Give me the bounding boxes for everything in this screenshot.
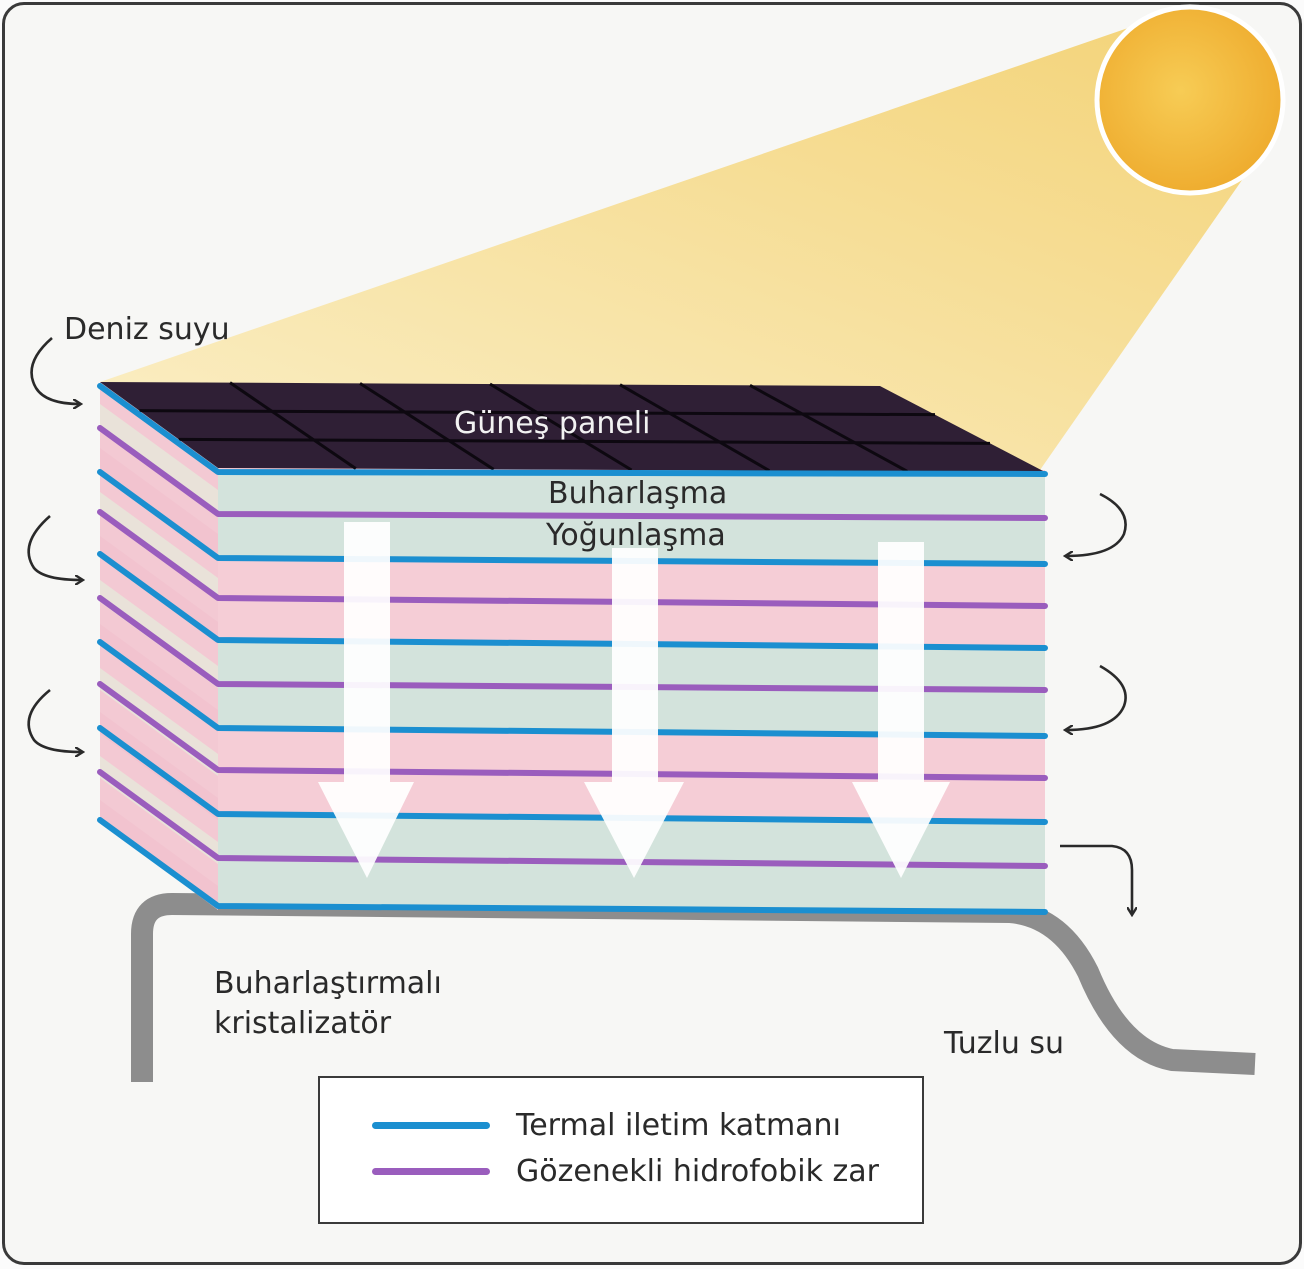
sea-water-label: Deniz suyu <box>64 312 230 347</box>
evaporation-label: Buharlaşma <box>548 476 728 511</box>
hydrophobic-membrane <box>97 595 1048 693</box>
brine-label: Tuzlu su <box>944 1026 1065 1061</box>
thermal-layer-swatch <box>372 1122 490 1129</box>
legend-box: Termal iletim katmanı Gözenekli hidrofob… <box>318 1076 924 1224</box>
flow-arrow-left <box>318 522 414 878</box>
hydrophobic-membrane <box>97 681 1048 781</box>
stack-side-band <box>100 448 218 556</box>
legend-label-membrane: Gözenekli hidrofobik zar <box>516 1154 879 1189</box>
outflow-arrow-1 <box>1066 492 1127 556</box>
sun-icon <box>1094 4 1286 196</box>
crystallizer-pipe <box>131 893 1256 1082</box>
thermal-conduction-layer <box>97 551 1048 651</box>
brine-outflow-arrow <box>1060 844 1132 914</box>
sea-water-inflow-arrows <box>27 337 82 752</box>
solar-panel-grid <box>139 381 991 473</box>
hydrophobic-membrane <box>97 509 1048 609</box>
solar-panel-label: Güneş paneli <box>454 406 651 441</box>
outflow-arrows <box>1060 492 1132 914</box>
inflow-arrow-3 <box>27 688 82 752</box>
membrane-swatch <box>372 1168 490 1175</box>
flow-arrow-right <box>852 542 950 878</box>
thermal-conduction-layer <box>97 817 1048 915</box>
condensation-label: Yoğunlaşma <box>546 518 726 553</box>
stack-layer-band <box>218 472 1045 518</box>
thermal-conduction-layer <box>97 639 1048 739</box>
sun-beam <box>100 28 1256 470</box>
flow-arrow-middle <box>584 548 684 878</box>
inflow-arrow-1 <box>30 337 80 404</box>
stack-layer-band <box>218 514 1045 564</box>
thermal-conduction-layer <box>97 469 1048 567</box>
legend-item-membrane: Gözenekli hidrofobik zar <box>372 1154 879 1189</box>
outflow-arrow-2 <box>1066 664 1127 730</box>
stack-layer-band <box>218 858 1045 912</box>
thermal-conduction-layer <box>97 725 1048 825</box>
crystallizer-label-line1: Buharlaştırmalı <box>214 966 442 1001</box>
legend-label-thermal: Termal iletim katmanı <box>516 1108 841 1143</box>
inflow-arrow-2 <box>27 515 82 580</box>
vapor-flow-arrows <box>318 522 950 878</box>
thermal-conduction-layer <box>97 383 1048 477</box>
crystallizer-label-line2: kristalizatör <box>214 1006 392 1041</box>
hydrophobic-membrane <box>97 769 1048 869</box>
solar-panel <box>100 382 1045 472</box>
hydrophobic-membrane <box>97 425 1048 521</box>
legend-item-thermal: Termal iletim katmanı <box>372 1108 841 1143</box>
stack-side-band <box>100 404 218 512</box>
